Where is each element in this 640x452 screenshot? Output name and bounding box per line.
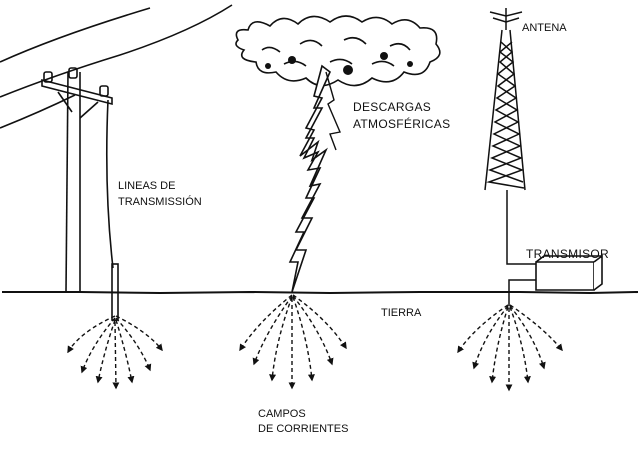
transmitter-ground-lead [508, 279, 536, 306]
label-antenna: ANTENA [522, 22, 567, 34]
transmitter-box [535, 254, 603, 291]
label-transmission-line-2: TRANSMISSIÓN [118, 195, 202, 208]
label-transmission-line-1: LINEAS DE [118, 180, 175, 192]
label-discharges-1: DESCARGAS [353, 100, 431, 114]
current-field-left [67, 315, 163, 390]
label-transmitter: TRANSMISOR [526, 247, 609, 261]
label-discharges-2: ATMOSFÉRICAS [353, 116, 450, 131]
utility-pole [0, 4, 233, 321]
down-conductor [105, 99, 114, 269]
antenna-tower [484, 8, 538, 265]
label-ground: TIERRA [381, 307, 422, 319]
lightning-bolt-secondary [325, 71, 341, 151]
overhead-wire [0, 7, 151, 63]
current-field-center [239, 294, 347, 390]
current-field-right [457, 304, 563, 392]
overhead-wire [0, 4, 233, 98]
ground-line [2, 290, 639, 295]
lightning-bolt [288, 64, 331, 293]
label-current-fields-1: CAMPOS [258, 408, 306, 420]
cloud-shading [265, 52, 413, 75]
label-current-fields-2: DE CORRIENTES [258, 423, 348, 435]
storm-cloud [235, 15, 441, 87]
